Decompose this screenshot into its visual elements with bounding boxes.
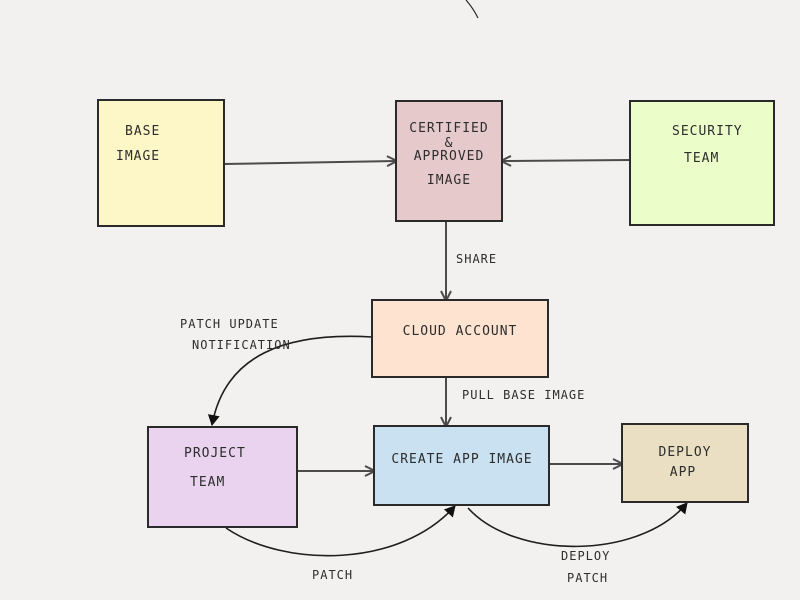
- edge-label-deploy: DEPLOY: [561, 549, 610, 563]
- edge-label-notification: NOTIFICATION: [192, 338, 291, 352]
- edge-label-pull-base-image: PULL BASE IMAGE: [462, 388, 585, 402]
- node-cloud-account: CLOUD ACCOUNT: [371, 299, 549, 378]
- edge-label-share: SHARE: [456, 252, 497, 266]
- edge-label-patch: PATCH: [312, 568, 353, 582]
- edge-cloud-to-create: PULL BASE IMAGE: [446, 377, 585, 426]
- edge-base-to-certified: [223, 161, 396, 164]
- node-security-line-1: SECURITY: [672, 124, 743, 139]
- node-cloud-account-line-1: CLOUD ACCOUNT: [403, 324, 518, 339]
- node-security-team: SECURITY TEAM: [629, 100, 775, 226]
- node-certified-line-4: IMAGE: [427, 173, 471, 188]
- node-deploy-app-line-1: DEPLOY: [659, 445, 712, 460]
- node-deploy-app-line-2: APP: [670, 465, 696, 480]
- edge-certified-to-cloud: SHARE: [446, 222, 497, 300]
- node-certified-image: CERTIFIED & APPROVED IMAGE: [395, 100, 503, 222]
- node-certified-line-2: &: [445, 136, 454, 151]
- node-certified-line-1: CERTIFIED: [409, 121, 488, 136]
- edge-patch-update-notification: PATCH UPDATE NOTIFICATION: [180, 317, 373, 426]
- node-security-line-2: TEAM: [684, 151, 719, 166]
- edge-security-to-certified: [502, 160, 631, 161]
- edge-deploy-patch: DEPLOY PATCH: [467, 502, 688, 585]
- node-deploy-app: DEPLOY APP: [621, 423, 749, 503]
- stray-pen-mark: [465, 0, 479, 19]
- edge-label-patch-2: PATCH: [567, 571, 608, 585]
- node-certified-line-3: APPROVED: [414, 149, 485, 164]
- node-create-app-image: CREATE APP IMAGE: [373, 425, 550, 506]
- node-project-line-2: TEAM: [190, 475, 225, 490]
- edge-patch: PATCH: [225, 505, 456, 582]
- node-create-app-image-line-1: CREATE APP IMAGE: [391, 452, 532, 467]
- node-project-team: PROJECT TEAM: [147, 426, 298, 528]
- node-project-line-1: PROJECT: [184, 446, 246, 461]
- node-base-image-line-1: BASE: [125, 124, 160, 139]
- edge-label-patch-update: PATCH UPDATE: [180, 317, 279, 331]
- node-base-image: BASE IMAGE: [97, 99, 225, 227]
- node-base-image-line-2: IMAGE: [116, 149, 160, 164]
